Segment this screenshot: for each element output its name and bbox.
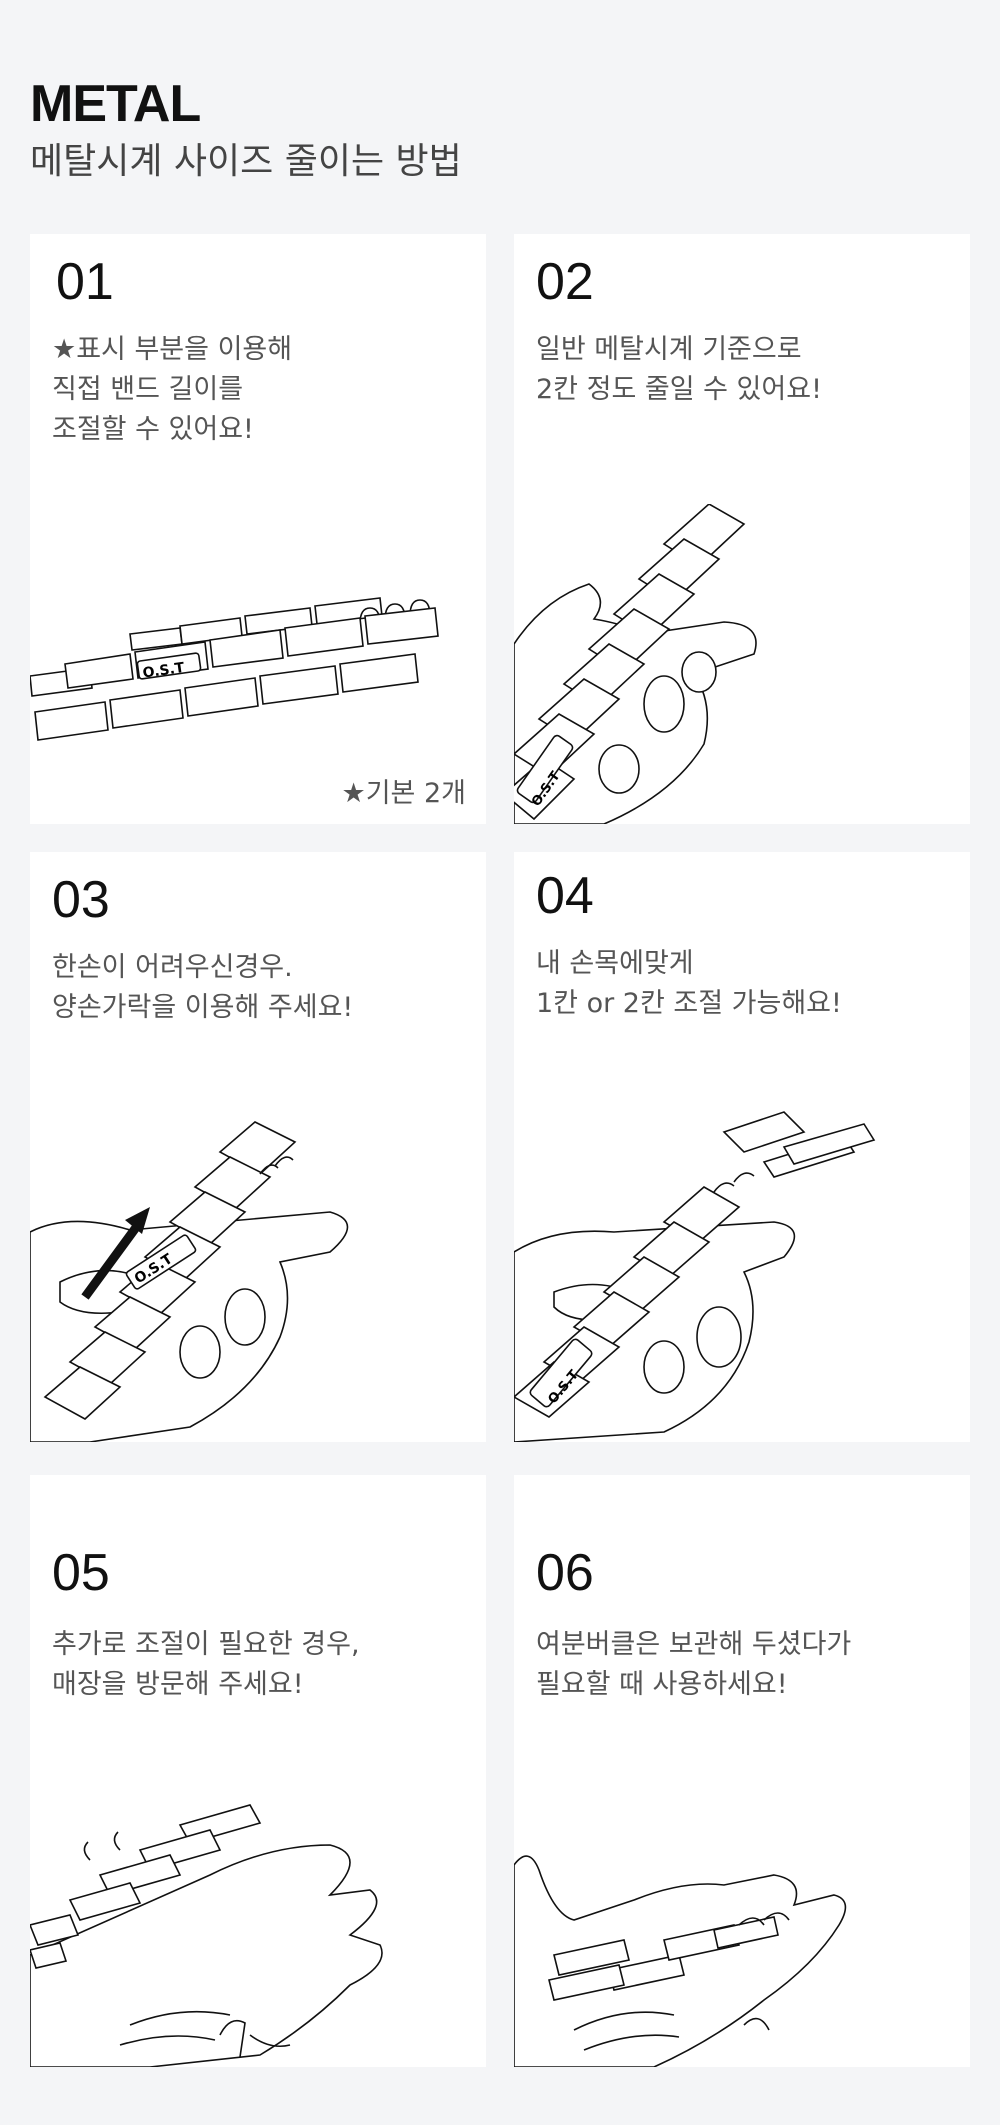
description-line: 1칸 or 2칸 조절 가능해요!: [536, 988, 842, 1019]
description-line: 한손이 어려우신경우.: [52, 952, 293, 983]
band-label: O.S.T: [142, 660, 186, 682]
step-number: 01: [56, 253, 114, 311]
step-number: 02: [536, 253, 594, 311]
step-number: 05: [52, 1544, 110, 1602]
step-number: 04: [536, 867, 594, 925]
step-card-02: 02 일반 메탈시계 기준으로 2칸 정도 줄일 수 있어요! O.S.T: [514, 234, 970, 824]
step-card-06: 06 여분버클은 보관해 두셨다가 필요할 때 사용하세요!: [514, 1475, 970, 2067]
description-line: 2칸 정도 줄일 수 있어요!: [536, 374, 822, 405]
step-card-04: 04 내 손목에맞게 1칸 or 2칸 조절 가능해요! O.S.T: [514, 852, 970, 1442]
description-line: 여분버클은 보관해 두셨다가: [536, 1629, 852, 1660]
step-description: 추가로 조절이 필요한 경우, 매장을 방문해 주세요!: [52, 1625, 360, 1705]
description-line: 조절할 수 있어요!: [52, 414, 254, 445]
step-description: 내 손목에맞게 1칸 or 2칸 조절 가능해요!: [536, 944, 842, 1024]
bracelet-links-illustration: O.S.T: [30, 584, 486, 784]
description-line: 추가로 조절이 필요한 경우,: [52, 1629, 360, 1660]
step-description: 여분버클은 보관해 두셨다가 필요할 때 사용하세요!: [536, 1625, 851, 1705]
description-line: 필요할 때 사용하세요!: [536, 1669, 788, 1700]
two-hand-bracelet-illustration: O.S.T: [30, 1112, 486, 1442]
step-number: 06: [536, 1544, 594, 1602]
description-line: ★표시 부분을 이용해: [52, 334, 293, 365]
step-number: 03: [52, 871, 110, 929]
step-card-01: 01 ★표시 부분을 이용해 직접 밴드 길이를 조절할 수 있어요!: [30, 234, 486, 824]
step-description: 한손이 어려우신경우. 양손가락을 이용해 주세요!: [52, 948, 353, 1028]
page-header: METAL 메탈시계 사이즈 줄이는 방법: [30, 78, 462, 182]
hand-adjust-bracelet-illustration: O.S.T: [514, 1092, 970, 1442]
step-description: 일반 메탈시계 기준으로 2칸 정도 줄일 수 있어요!: [536, 330, 822, 410]
step-card-03: 03 한손이 어려우신경우. 양손가락을 이용해 주세요! O.S.T: [30, 852, 486, 1442]
page-title: METAL: [30, 75, 201, 133]
hand-with-bracelet-illustration: O.S.T: [514, 504, 970, 824]
hand-holding-band-illustration: [30, 1795, 486, 2067]
spare-buckle-in-palm-illustration: [514, 1825, 970, 2067]
description-line: 일반 메탈시계 기준으로: [536, 334, 802, 365]
step-description: ★표시 부분을 이용해 직접 밴드 길이를 조절할 수 있어요!: [52, 330, 292, 450]
page-subtitle: 메탈시계 사이즈 줄이는 방법: [30, 141, 462, 182]
description-line: 양손가락을 이용해 주세요!: [52, 992, 354, 1023]
description-line: 직접 밴드 길이를: [52, 374, 244, 405]
description-line: 매장을 방문해 주세요!: [52, 1669, 304, 1700]
step-footnote: ★기본 2개: [341, 778, 467, 809]
step-card-05: 05 추가로 조절이 필요한 경우, 매장을 방문해 주세요!: [30, 1475, 486, 2067]
description-line: 내 손목에맞게: [536, 948, 694, 979]
